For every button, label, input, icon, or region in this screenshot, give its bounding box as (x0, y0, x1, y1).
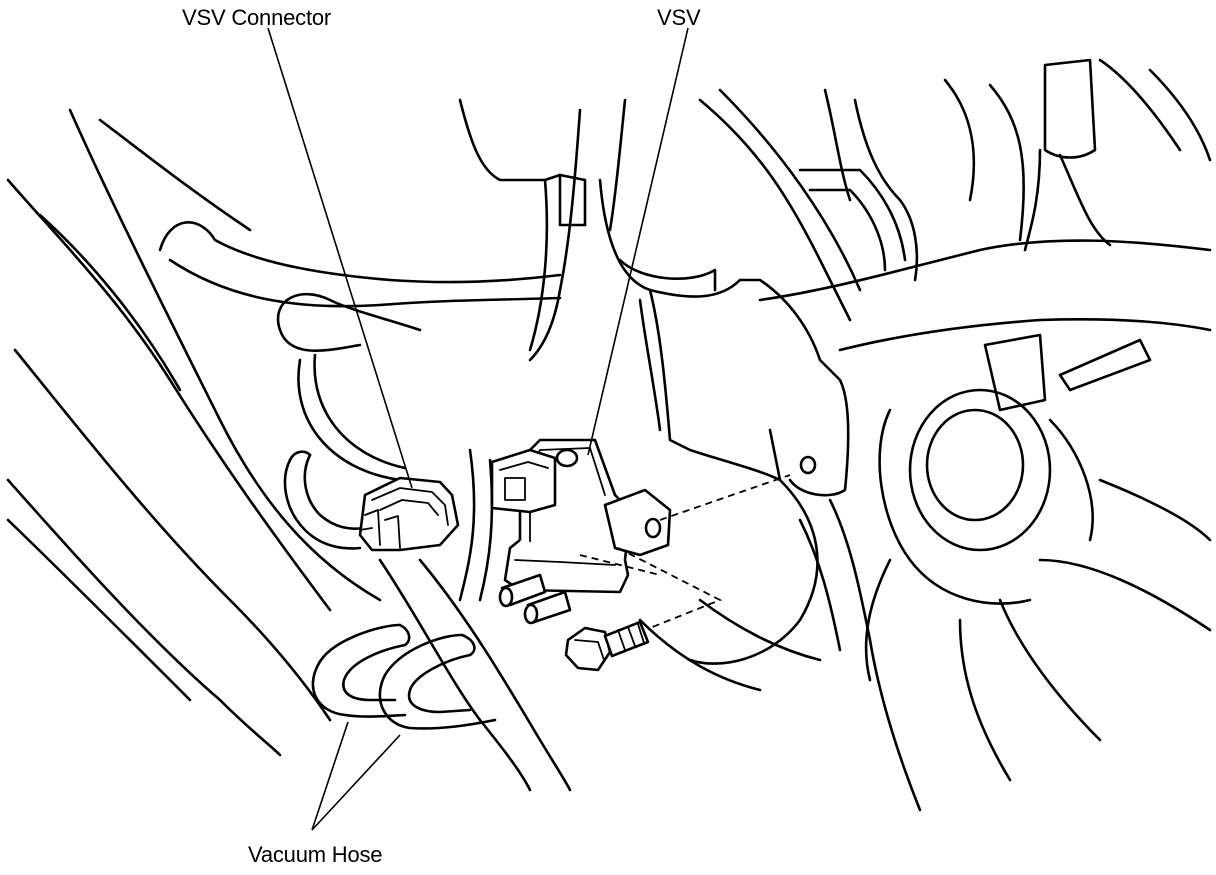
bolt-drawing (564, 620, 650, 672)
vacuum-hose-label: Vacuum Hose (248, 842, 383, 867)
vsv-label: VSV (657, 5, 701, 30)
engine-outline (6, 58, 1212, 812)
leader-lines (267, 27, 689, 831)
vsv-drawing (490, 438, 672, 625)
assembly-guide-lines (579, 474, 791, 629)
vacuum-hose-drawing (311, 623, 497, 730)
vsv-connector-drawing (283, 450, 460, 552)
vsv-connector-label: VSV Connector (182, 5, 332, 30)
